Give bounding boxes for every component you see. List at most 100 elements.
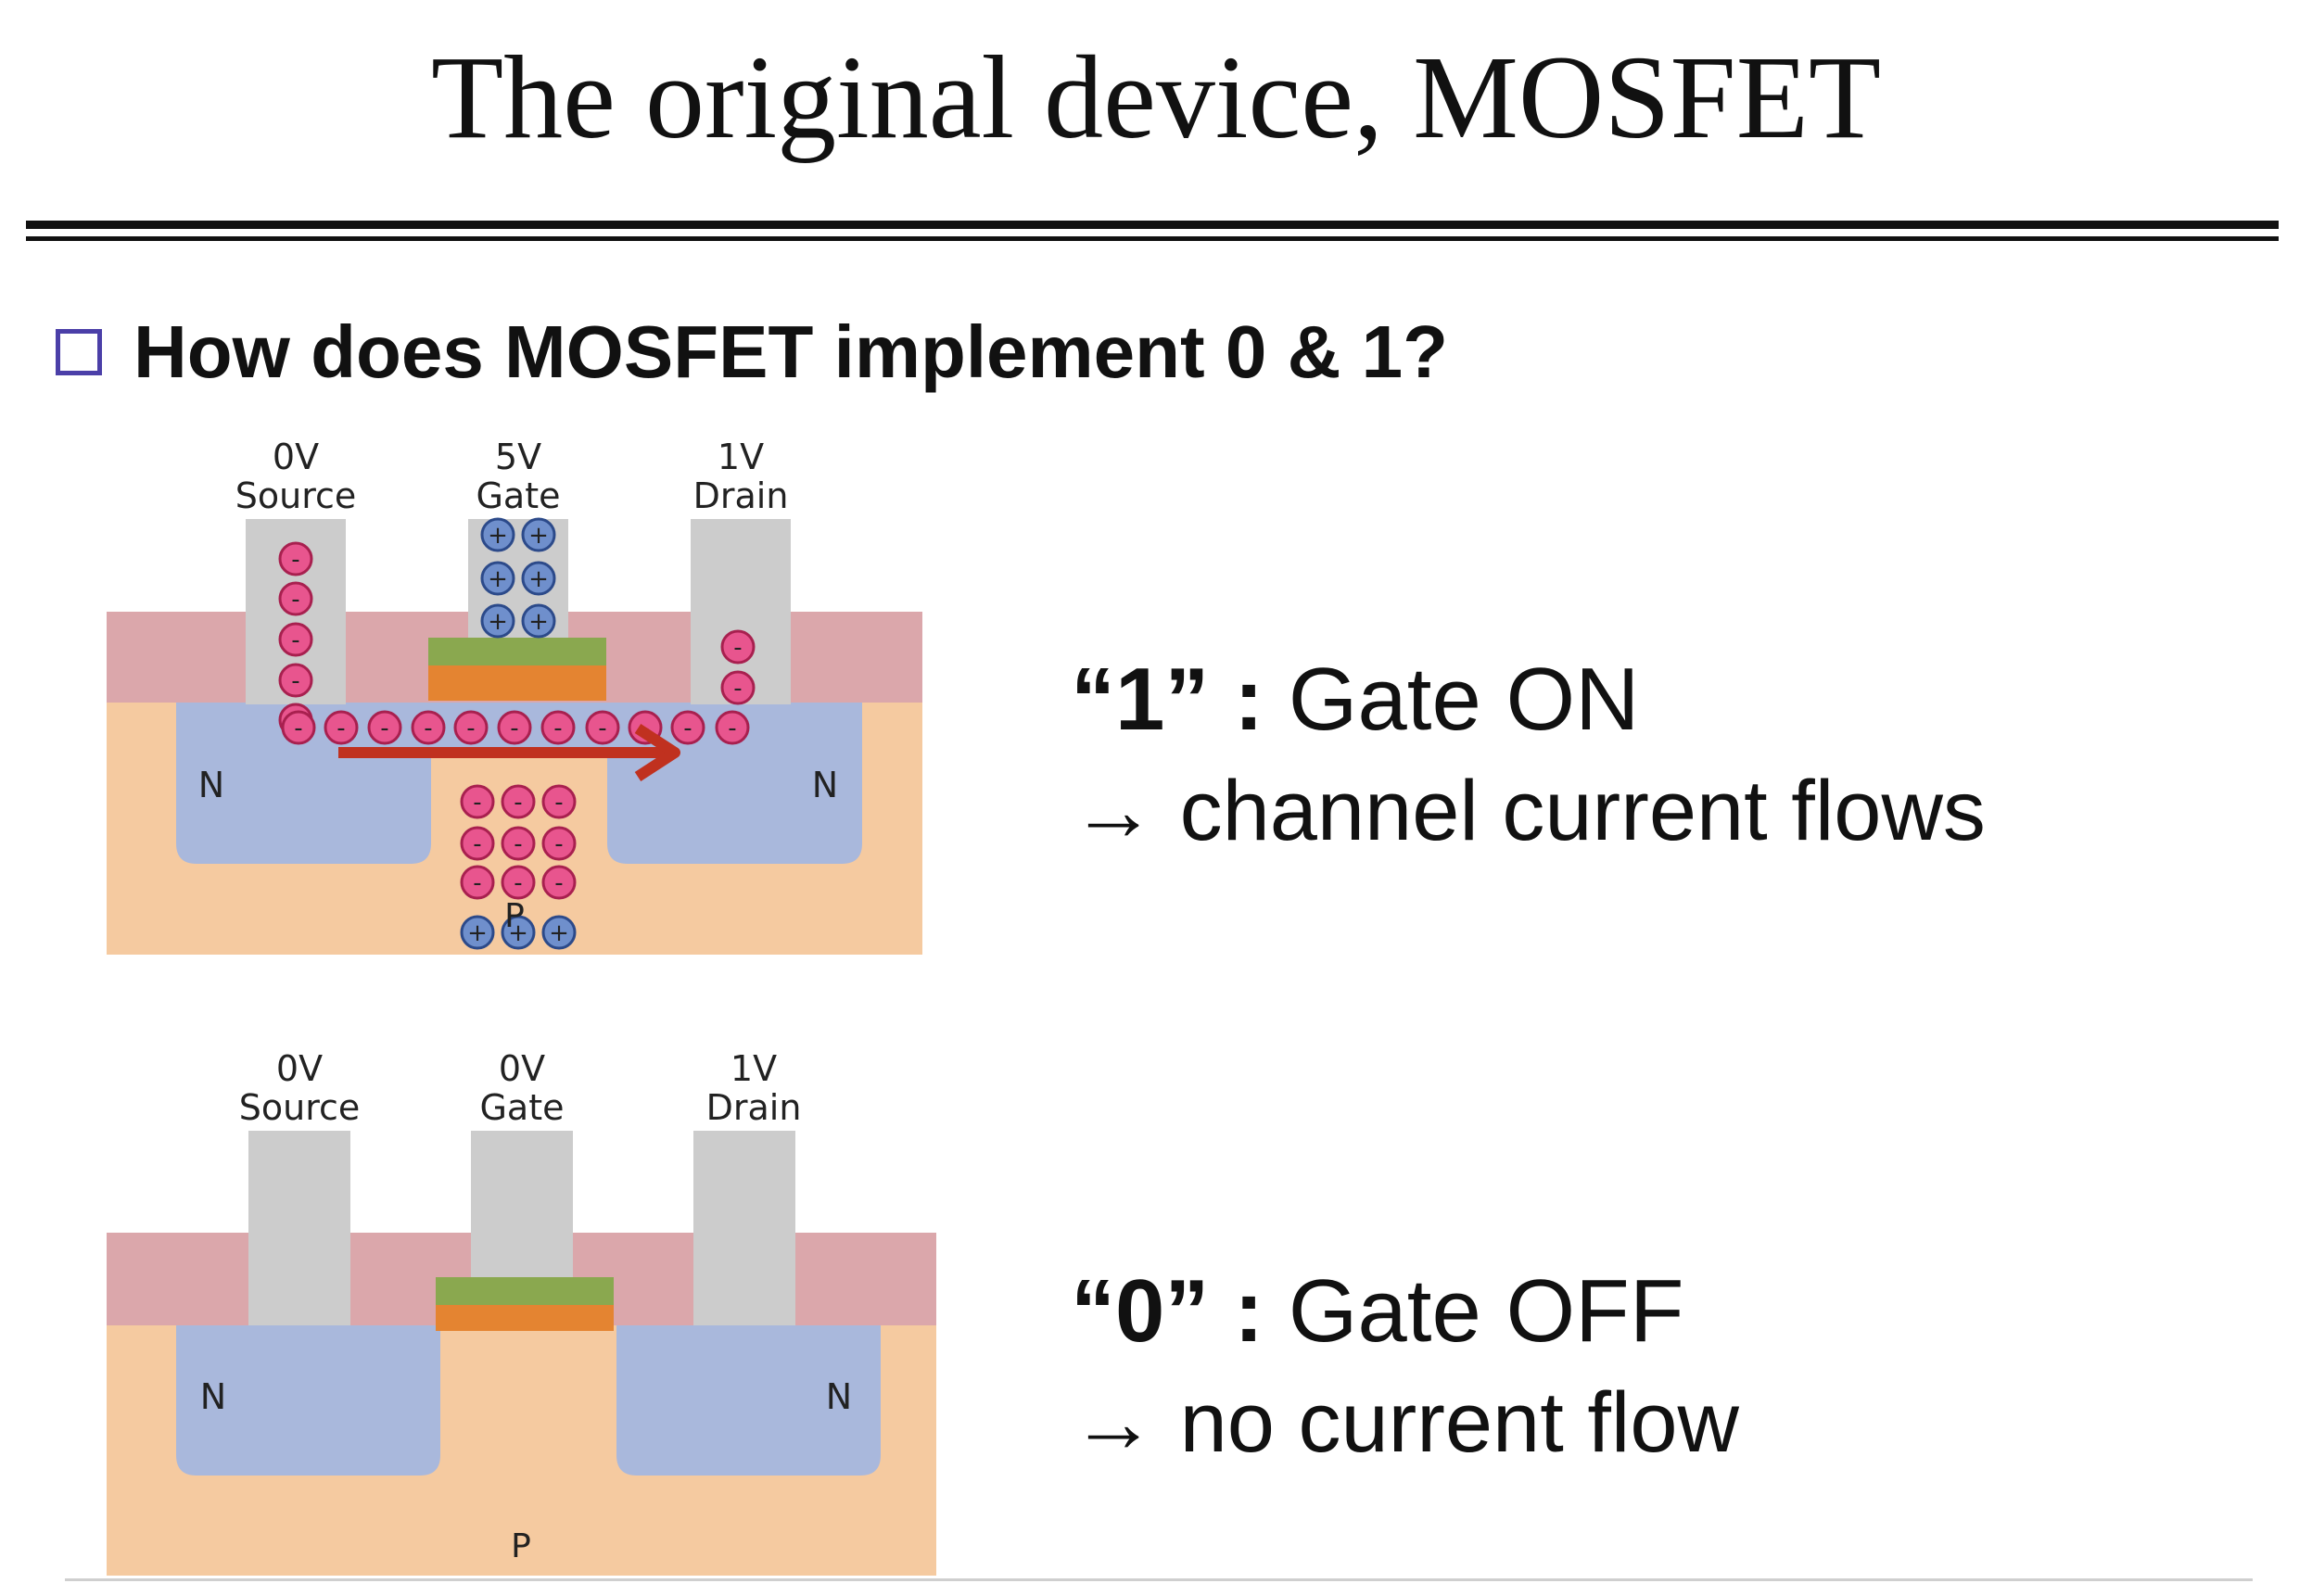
right-arrow-icon: → <box>1071 1375 1156 1470</box>
checkbox-bullet-icon <box>56 329 102 375</box>
drain-label: Drain <box>693 475 789 516</box>
electron-icon: - <box>281 710 316 745</box>
electron-icon: - <box>324 710 359 745</box>
electron-icon: - <box>720 670 756 705</box>
state-one-heading: “1” : Gate ON <box>1071 644 1986 755</box>
svg-text:-: - <box>291 546 299 574</box>
source-voltage-label: 0V <box>276 1048 323 1089</box>
svg-text:-: - <box>291 667 299 695</box>
electron-icon: - <box>720 629 756 665</box>
electron-icon: - <box>541 784 577 819</box>
svg-text:-: - <box>291 586 299 614</box>
drain-voltage-label: 1V <box>718 437 764 477</box>
state-one-separator: : <box>1209 650 1289 749</box>
svg-text:-: - <box>473 869 481 897</box>
svg-text:+: + <box>528 565 549 593</box>
electron-icon: - <box>411 710 446 745</box>
svg-text:+: + <box>528 608 549 636</box>
svg-text:+: + <box>488 608 508 636</box>
source-contact <box>248 1131 350 1325</box>
svg-text:+: + <box>508 919 528 947</box>
hole-icon: + <box>541 915 577 950</box>
svg-text:-: - <box>728 715 736 742</box>
svg-text:-: - <box>424 715 432 742</box>
gate-metal-layer <box>428 638 606 665</box>
svg-text:-: - <box>473 830 481 858</box>
hole-icon: + <box>521 517 556 552</box>
n-region-right-label: N <box>826 1376 852 1417</box>
svg-text:+: + <box>488 565 508 593</box>
svg-text:-: - <box>554 869 563 897</box>
electron-icon: - <box>278 541 313 576</box>
electron-icon: - <box>715 710 750 745</box>
electron-icon: - <box>501 784 536 819</box>
source-label: Source <box>239 1087 361 1128</box>
svg-text:-: - <box>514 830 522 858</box>
gate-oxide-layer <box>428 665 606 701</box>
gate-label: Gate <box>476 475 560 516</box>
state-one-result: channel current flows <box>1179 764 1986 858</box>
n-region-right <box>616 1325 881 1476</box>
mosfet-off-diagram: 0V Source 0V Gate 1V Drain N N P <box>107 1048 936 1576</box>
drain-voltage-label: 1V <box>730 1048 777 1089</box>
state-zero-separator: : <box>1209 1261 1289 1361</box>
gate-voltage-label: 5V <box>495 437 541 477</box>
svg-text:-: - <box>514 789 522 817</box>
state-one-result-line: → channel current flows <box>1071 755 1986 867</box>
svg-text:-: - <box>553 715 562 742</box>
title-divider-thin <box>26 236 2279 241</box>
question-text: How does MOSFET implement 0 & 1? <box>133 310 1448 393</box>
hole-icon: + <box>480 603 515 639</box>
gate-label: Gate <box>479 1087 564 1128</box>
hole-icon: + <box>460 915 495 950</box>
svg-text:+: + <box>467 919 488 947</box>
electron-icon: - <box>501 865 536 900</box>
svg-text:-: - <box>554 789 563 817</box>
gate-contact <box>471 1131 573 1279</box>
svg-text:-: - <box>554 830 563 858</box>
hole-icon: + <box>521 561 556 596</box>
svg-text:-: - <box>473 789 481 817</box>
state-zero-result-line: → no current flow <box>1071 1367 1739 1478</box>
gate-oxide-layer <box>436 1305 614 1331</box>
svg-text:-: - <box>510 715 518 742</box>
state-zero-result: no current flow <box>1179 1375 1739 1470</box>
state-zero-value: “0” <box>1071 1261 1210 1361</box>
svg-text:-: - <box>337 715 345 742</box>
electron-icon: - <box>460 784 495 819</box>
electron-icon: - <box>501 826 536 861</box>
svg-text:+: + <box>488 522 508 550</box>
state-zero-description: “0” : Gate OFF → no current flow <box>1071 1256 1739 1478</box>
state-one-description: “1” : Gate ON → channel current flows <box>1071 644 1986 867</box>
svg-text:+: + <box>549 919 569 947</box>
title-divider-thick <box>26 221 2279 229</box>
state-one-label: Gate ON <box>1288 650 1640 749</box>
svg-text:-: - <box>598 715 606 742</box>
svg-text:-: - <box>514 869 522 897</box>
source-voltage-label: 0V <box>273 437 319 477</box>
electron-icon: - <box>460 826 495 861</box>
n-region-left <box>176 1325 440 1476</box>
electron-icon: - <box>278 663 313 698</box>
slide-title: The original device, MOSFET <box>430 32 1882 163</box>
gate-metal-layer <box>436 1277 614 1305</box>
electron-icon: - <box>540 710 576 745</box>
n-region-right-label: N <box>812 765 838 805</box>
right-arrow-icon: → <box>1071 764 1156 858</box>
svg-text:-: - <box>380 715 388 742</box>
current-flow-arrowhead <box>634 723 680 782</box>
electron-icon: - <box>585 710 620 745</box>
gate-voltage-label: 0V <box>499 1048 545 1089</box>
svg-text:-: - <box>466 715 475 742</box>
electron-icon: - <box>367 710 402 745</box>
drain-label: Drain <box>706 1087 802 1128</box>
electron-icon: - <box>541 865 577 900</box>
p-substrate-label: P <box>511 1527 531 1565</box>
electron-icon: - <box>541 826 577 861</box>
bottom-divider <box>65 1578 2253 1581</box>
source-label: Source <box>235 475 357 516</box>
svg-text:+: + <box>528 522 549 550</box>
electron-icon: - <box>460 865 495 900</box>
state-zero-label: Gate OFF <box>1288 1261 1684 1361</box>
hole-icon: + <box>480 517 515 552</box>
